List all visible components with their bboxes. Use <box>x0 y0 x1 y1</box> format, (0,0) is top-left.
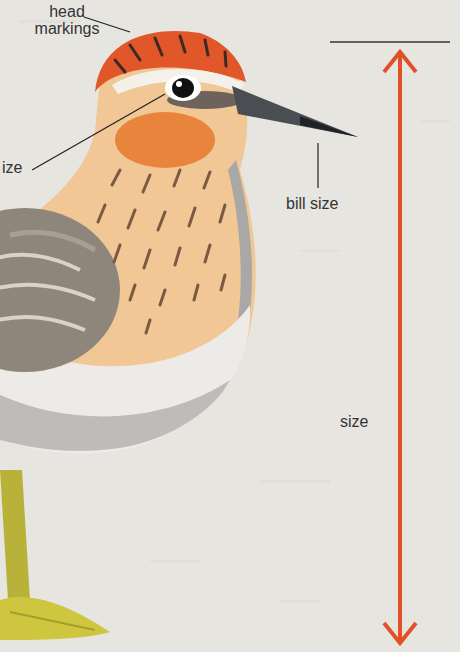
part-label: size <box>340 414 368 431</box>
leader-lines <box>32 17 318 188</box>
size-arrow <box>330 42 450 643</box>
bird-body <box>0 40 256 453</box>
part-label: ize <box>2 160 22 177</box>
breast-streaks <box>98 170 225 333</box>
legs <box>0 470 110 640</box>
part-label: head markings <box>28 4 106 38</box>
part-label: bill size <box>286 196 338 213</box>
